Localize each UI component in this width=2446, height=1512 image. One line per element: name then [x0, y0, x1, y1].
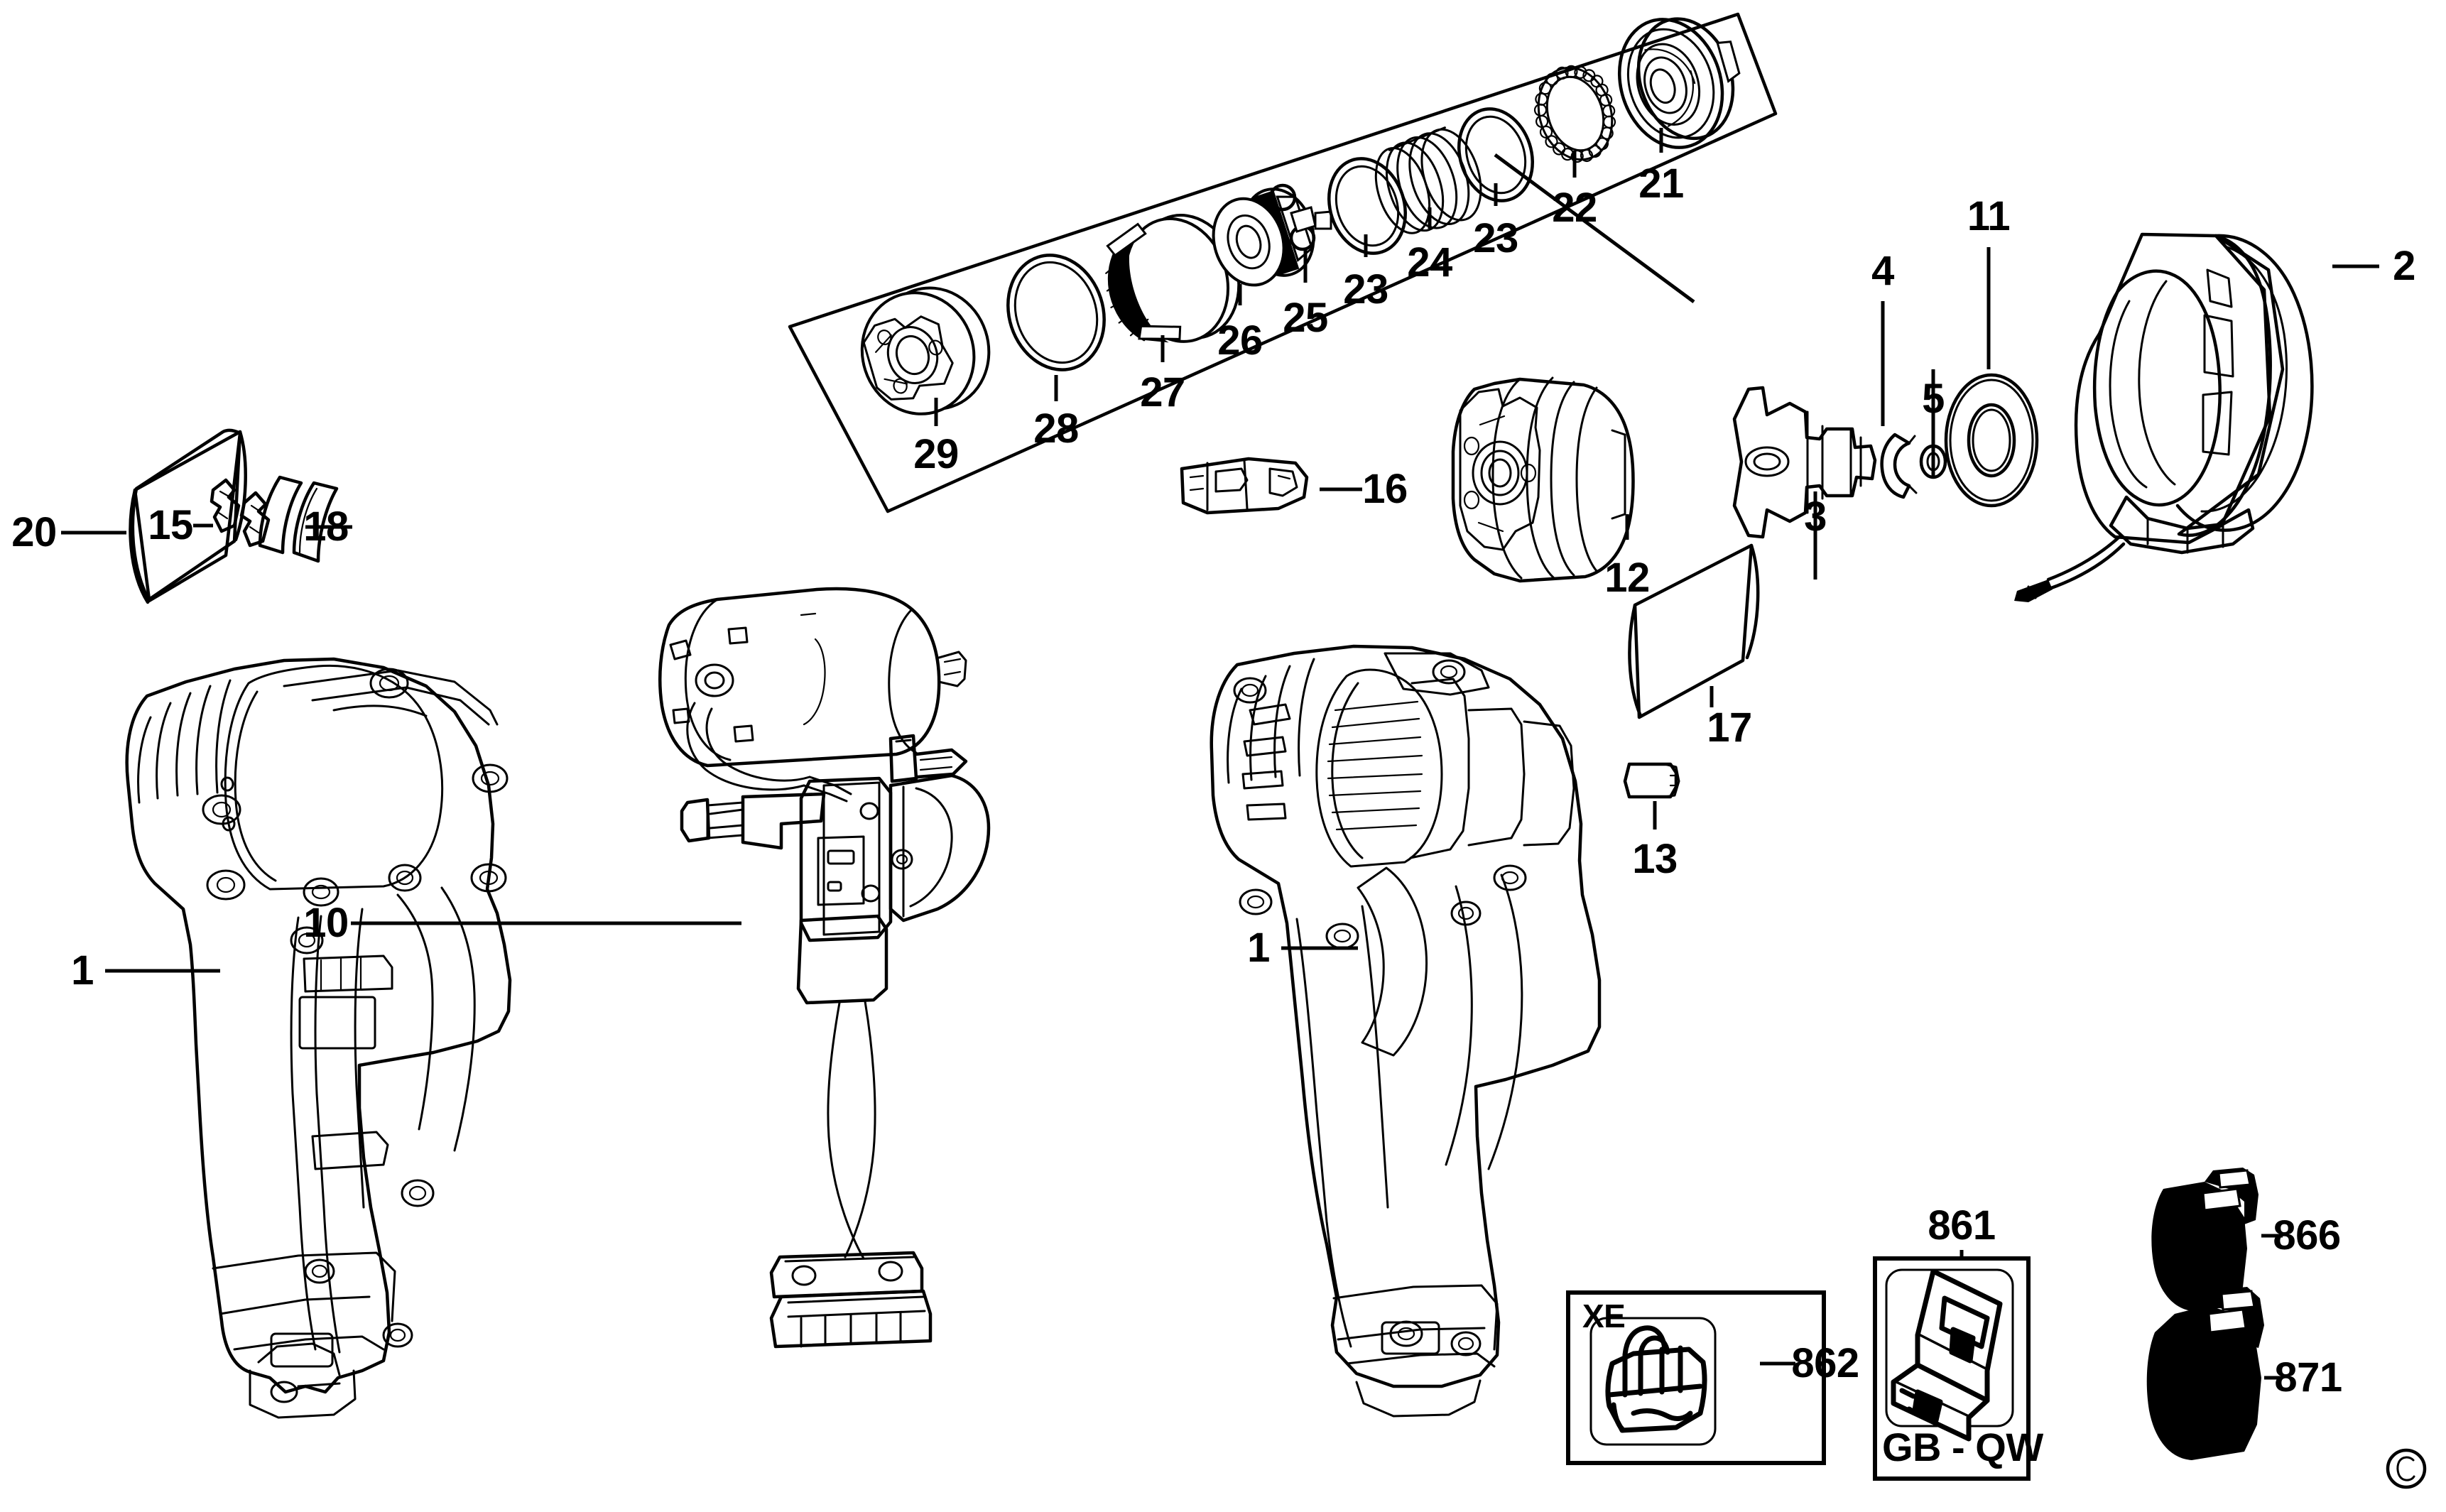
part-16-forward-reverse-slider	[1180, 457, 1309, 515]
callout-15: 15	[148, 502, 193, 548]
region-code-xe: XE	[1582, 1298, 1626, 1334]
callout-1-right: 1	[1247, 925, 1270, 971]
part-4-retaining-clip	[1880, 433, 1918, 499]
callout-866: 866	[2273, 1212, 2341, 1258]
copyright-mark	[2386, 1448, 2427, 1489]
part-29-planet-carrier	[860, 286, 991, 415]
callout-861: 861	[1928, 1202, 1996, 1249]
callout-5: 5	[1922, 376, 1945, 422]
part-871-battery-slide	[2146, 1287, 2264, 1460]
part-22-thrust-bearing	[1533, 65, 1616, 163]
part-23b-washer	[1457, 107, 1534, 202]
part-18-curved-pads	[258, 475, 339, 563]
part-1-housing-half-right	[1210, 644, 1602, 1418]
region-code-gbqw: GB - QW	[1882, 1425, 2043, 1469]
part-12-gearbox-assembly	[1451, 376, 1635, 583]
callout-16: 16	[1362, 466, 1408, 512]
part-15-brush-clips	[210, 478, 271, 548]
callout-3: 3	[1804, 494, 1827, 540]
callout-2: 2	[2393, 243, 2415, 289]
callout-28: 28	[1033, 406, 1079, 452]
kit-box-xe	[1566, 1290, 1826, 1465]
part-25-steel-balls	[1268, 183, 1332, 251]
callout-18: 18	[303, 504, 349, 550]
callout-10: 10	[303, 900, 349, 946]
part-17-label-sheet	[1628, 543, 1760, 719]
callout-871: 871	[2274, 1354, 2342, 1400]
callout-22: 22	[1552, 185, 1597, 231]
part-2-collar-housing	[2014, 232, 2314, 602]
callout-23a: 23	[1343, 266, 1388, 312]
part-20-label-sheet	[129, 428, 247, 604]
callout-23b: 23	[1473, 215, 1518, 261]
callout-11: 11	[1967, 193, 2011, 239]
callout-12: 12	[1604, 555, 1650, 601]
callout-4: 4	[1871, 248, 1894, 294]
callout-26: 26	[1217, 317, 1263, 364]
kit-box-gbqw	[1873, 1256, 2031, 1481]
callout-29: 29	[913, 431, 959, 477]
callout-25: 25	[1283, 295, 1328, 341]
callout-862: 862	[1791, 1340, 1859, 1386]
callout-13: 13	[1632, 836, 1678, 882]
callout-24: 24	[1407, 239, 1452, 285]
callout-1-left: 1	[71, 947, 94, 994]
part-3-anvil-spindle	[1732, 386, 1877, 539]
part-13-screw	[1623, 762, 1680, 799]
callout-21: 21	[1638, 161, 1684, 207]
callout-17: 17	[1707, 705, 1752, 751]
part-10-motor-switch-assembly	[658, 587, 991, 1349]
part-28-o-ring	[1006, 254, 1106, 371]
part-24-spring	[1374, 126, 1482, 234]
part-11-washer	[1944, 373, 2039, 508]
part-21-hammer	[1617, 17, 1741, 149]
callout-20: 20	[11, 509, 57, 555]
callout-27: 27	[1140, 369, 1185, 415]
part-866-battery-compact	[2151, 1168, 2259, 1311]
part-1-housing-half-left	[125, 657, 512, 1419]
